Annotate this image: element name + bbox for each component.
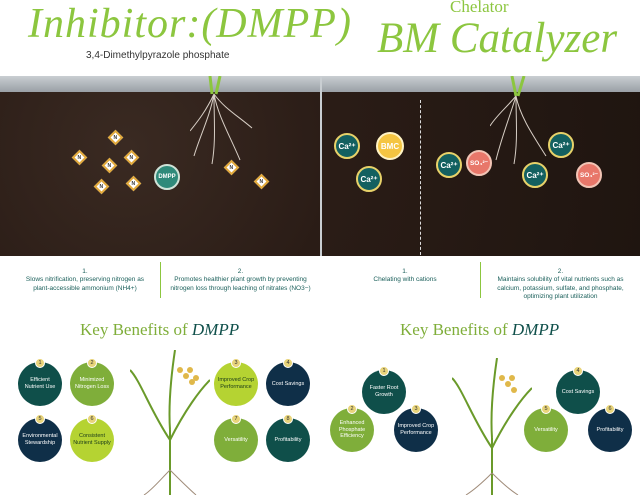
benefit-number: 7 (231, 414, 241, 424)
benefit-3: Improved Crop Performance (394, 408, 438, 452)
left-info-1: 1.Slows nitrification, preserving nitrog… (25, 268, 145, 292)
info-divider (480, 262, 481, 298)
benefit-1: Efficient Nutrient Use (18, 362, 62, 406)
benefit-number: 2 (87, 358, 97, 368)
plant-roots-left-icon (190, 76, 253, 165)
benefit-number: 3 (411, 404, 421, 414)
left-benefits-title: Key Benefits of DMPP (80, 320, 240, 339)
right-title: BM Catalyzer (377, 15, 618, 62)
benefit-number: 8 (283, 414, 293, 424)
dashed-divider (420, 100, 421, 255)
right-info-1: 1.Chelating with cations (373, 268, 437, 284)
right-info-2: 2.Maintains solubility of vital nutrient… (497, 268, 624, 301)
plant-roots-right-icon (490, 76, 547, 165)
benefit-number: 5 (541, 404, 551, 414)
sulfate-ion: SO₄²⁻ (576, 162, 602, 188)
right-title-small: Chelator (450, 0, 509, 16)
benefit-4: Cost Savings (556, 370, 600, 414)
benefit-number: 6 (605, 404, 615, 414)
rice-plant-right-icon (452, 358, 532, 495)
benefit-6: Profitability (588, 408, 632, 452)
benefit-3: Improved Crop Performance (214, 362, 258, 406)
info-strip (0, 256, 640, 304)
benefit-number: 1 (35, 358, 45, 368)
calcium-ion: Ca²⁺ (334, 133, 360, 159)
dmpp-molecule: DMPP (154, 164, 180, 190)
calcium-ion: Ca²⁺ (548, 132, 574, 158)
left-subtitle: 3,4-Dimethylpyrazole phosphate (86, 50, 230, 61)
info-divider (160, 262, 161, 298)
benefit-number: 3 (231, 358, 241, 368)
benefit-number: 5 (35, 414, 45, 424)
calcium-ion: Ca²⁺ (522, 162, 548, 188)
calcium-ion: Ca²⁺ (356, 166, 382, 192)
panel-divider (320, 76, 322, 256)
benefit-8: Profitability (266, 418, 310, 462)
benefit-4: Cost Savings (266, 362, 310, 406)
benefit-7: Versatility (214, 418, 258, 462)
benefit-2: Enhanced Phosphate Efficiency (330, 408, 374, 452)
benefit-5: Versatility (524, 408, 568, 452)
benefit-number: 2 (347, 404, 357, 414)
benefit-number: 4 (573, 366, 583, 376)
rice-plant-left-icon (130, 350, 210, 495)
calcium-ion: Ca²⁺ (436, 152, 462, 178)
bmc-molecule: BMC (376, 132, 404, 160)
right-benefits-title: Key Benefits of DMPP (400, 320, 560, 339)
benefit-1: Faster Root Growth (362, 370, 406, 414)
left-info-2: 2.Promotes healthier plant growth by pre… (170, 268, 311, 292)
benefit-6: Consistent Nutrient Supply (70, 418, 114, 462)
sulfate-ion: SO₄²⁻ (466, 150, 492, 176)
benefit-number: 1 (379, 366, 389, 376)
benefit-2: Minimized Nitrogen Loss (70, 362, 114, 406)
benefit-number: 6 (87, 414, 97, 424)
benefit-5: Environmental Stewardship (18, 418, 62, 462)
left-title: Inhibitor:(DMPP) (28, 1, 352, 47)
benefit-number: 4 (283, 358, 293, 368)
